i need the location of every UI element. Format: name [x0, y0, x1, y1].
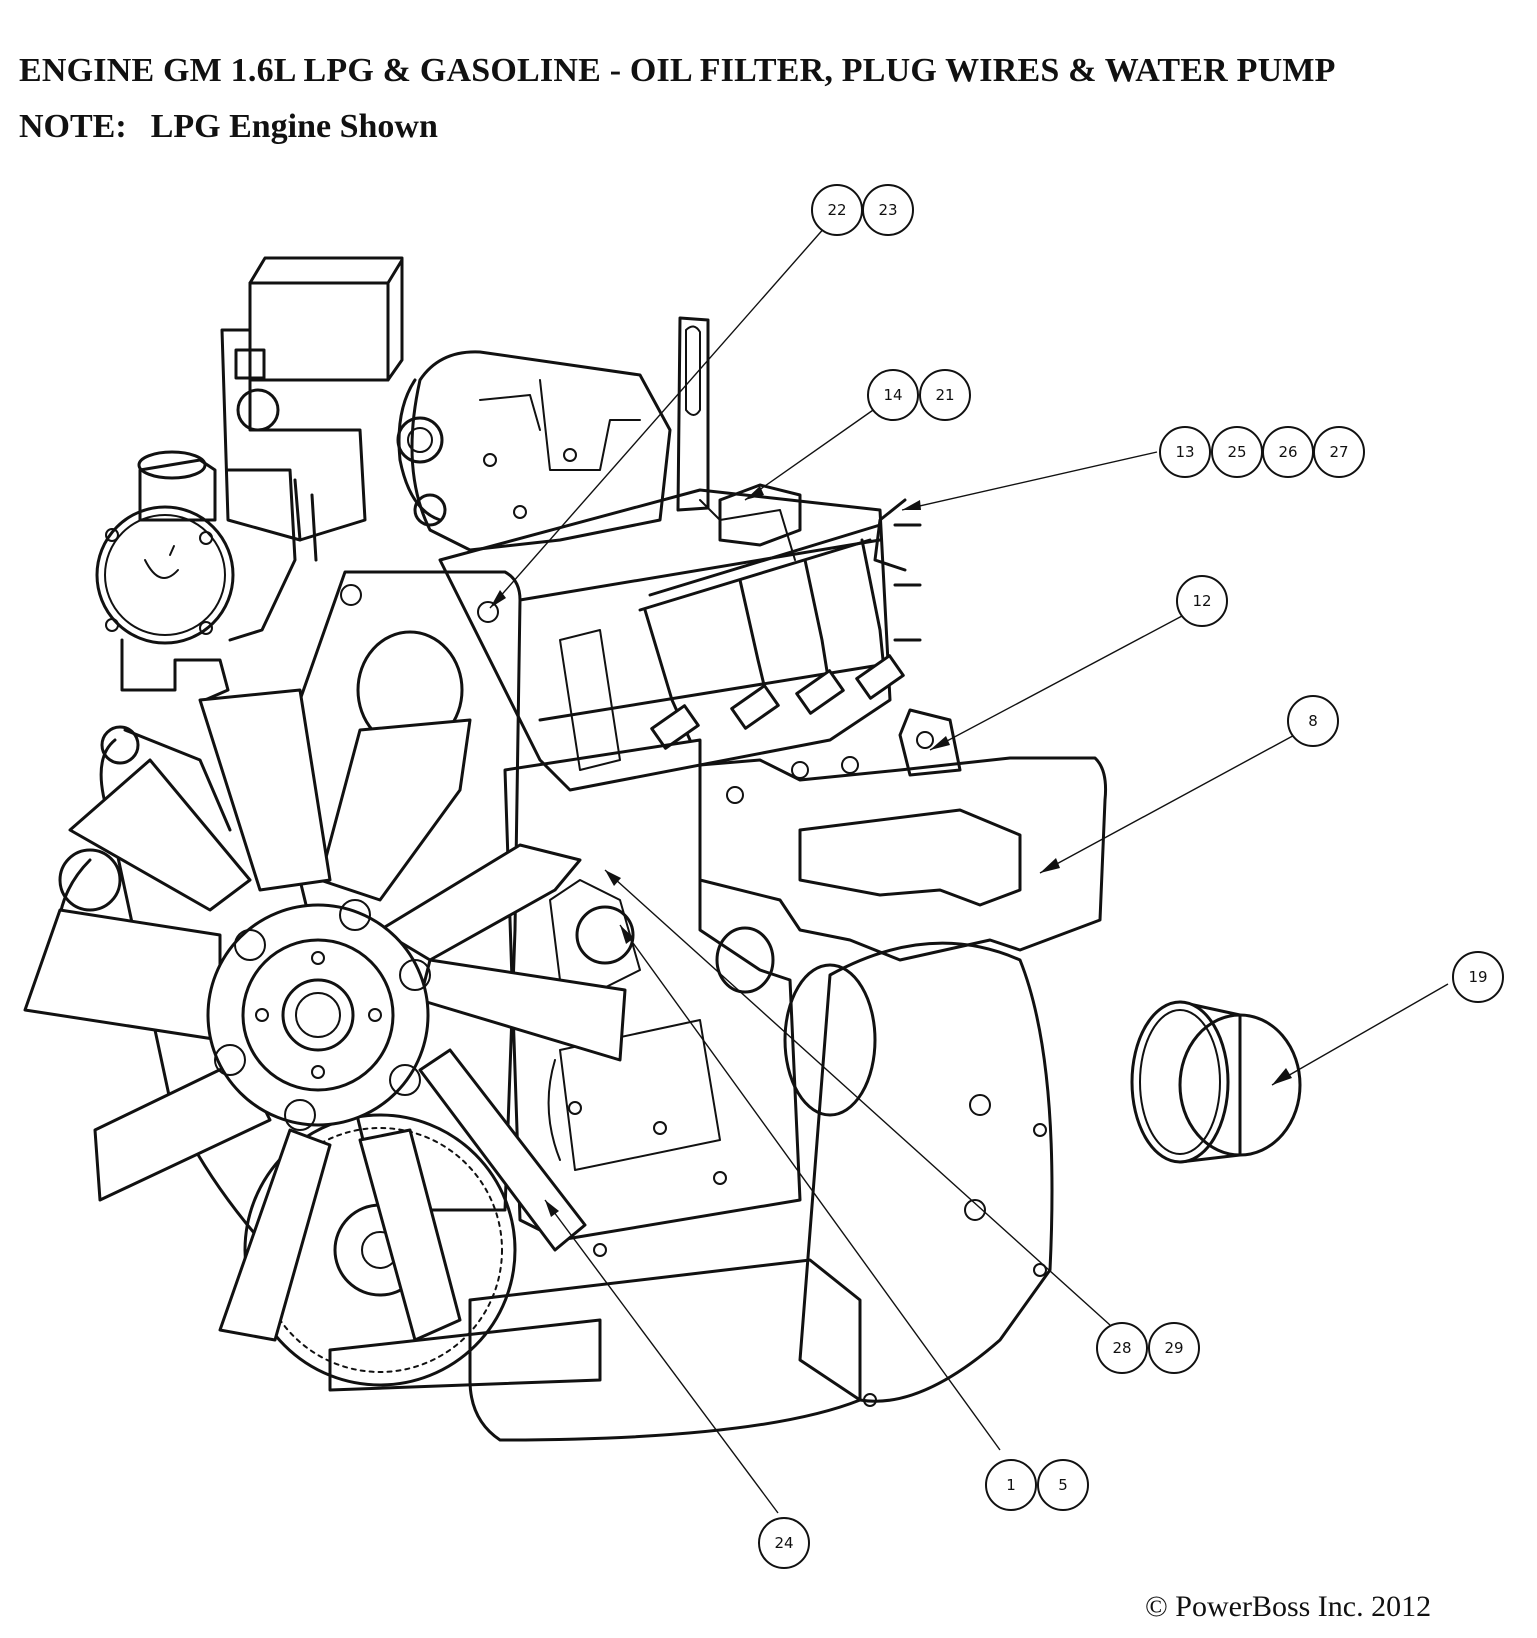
callout-number: 19	[1468, 968, 1487, 986]
callout-22-23[interactable]: 22 23	[811, 184, 914, 236]
callout-number: 28	[1112, 1339, 1131, 1357]
callout-8[interactable]: 8	[1287, 695, 1339, 747]
callout-number: 24	[774, 1534, 793, 1552]
callout-number: 1	[1006, 1476, 1016, 1494]
callout-number: 14	[883, 386, 902, 404]
crank-pulley-drawing	[243, 1113, 517, 1387]
leader-lines	[489, 225, 1449, 1514]
callout-number: 13	[1175, 443, 1194, 461]
callout-12[interactable]: 12	[1176, 575, 1228, 627]
copyright-notice: © PowerBoss Inc. 2012	[1145, 1590, 1432, 1623]
bellhousing-drawing	[798, 941, 1054, 1403]
oil-pan-drawing	[468, 1258, 862, 1442]
callout-28-29[interactable]: 28 29	[1096, 1322, 1200, 1374]
callout-number: 27	[1329, 443, 1348, 461]
note-label: NOTE:	[19, 108, 127, 145]
note-line: NOTE: LPG Engine Shown	[19, 108, 438, 146]
callout-number: 12	[1192, 592, 1211, 610]
cooling-fan-drawing	[23, 688, 627, 1342]
oil-filter-drawing	[1130, 1000, 1302, 1164]
callout-number: 21	[935, 386, 954, 404]
engine-block-drawing	[503, 738, 802, 1257]
callout-number: 22	[827, 201, 846, 219]
callout-24[interactable]: 24	[758, 1517, 810, 1569]
callout-number: 8	[1308, 712, 1318, 730]
callout-number: 23	[878, 201, 897, 219]
callout-number: 25	[1227, 443, 1246, 461]
note-text: LPG Engine Shown	[150, 108, 438, 145]
leader-arrowheads	[490, 486, 1292, 1217]
exhaust-manifold-drawing	[698, 708, 1107, 962]
lpg-regulator-drawing	[95, 256, 404, 702]
callout-number: 26	[1278, 443, 1297, 461]
spark-plug-wires-drawing	[638, 498, 922, 750]
callout-19[interactable]: 19	[1452, 951, 1504, 1003]
callout-14-21[interactable]: 14 21	[867, 369, 971, 421]
callout-13-25-26-27[interactable]: 13 25 26 27	[1159, 426, 1365, 478]
callout-1-5[interactable]: 1 5	[985, 1459, 1089, 1511]
engine-illustration	[23, 256, 1302, 1442]
cylinder-head-drawing	[438, 483, 892, 792]
page-title: ENGINE GM 1.6L LPG & GASOLINE - OIL FILT…	[19, 52, 1336, 89]
callout-number: 5	[1058, 1476, 1068, 1494]
alternator-drawing	[396, 350, 672, 552]
callout-number: 29	[1164, 1339, 1183, 1357]
